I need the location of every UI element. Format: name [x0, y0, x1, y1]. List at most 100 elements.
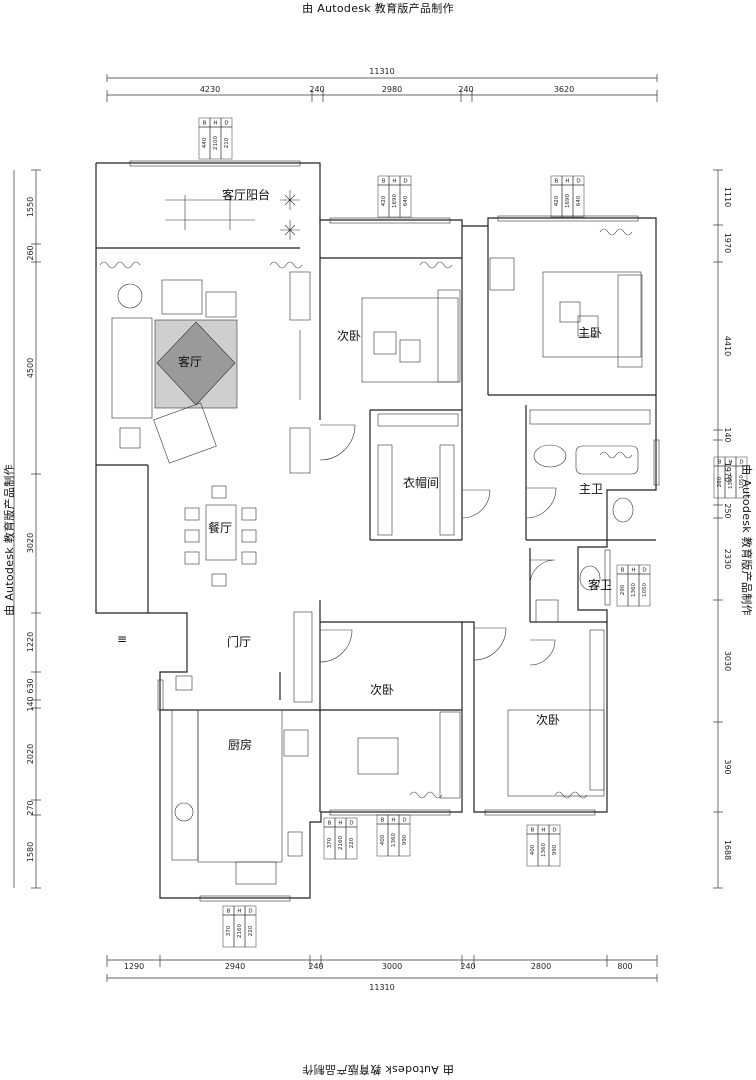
dim-left-seg: 140 [26, 696, 35, 711]
dim-bottom-seg: 3000 [382, 962, 402, 971]
table-value-cell [345, 826, 358, 860]
room-label-closet: 衣帽间 [403, 475, 439, 490]
table-value-text: 990 [552, 844, 558, 855]
table-label-text: D [248, 909, 252, 915]
dim-right-seg: 1970 [723, 233, 732, 253]
table-label-text: D [576, 179, 580, 185]
table-value-text: 260 [717, 476, 723, 487]
beds [357, 257, 642, 797]
dim-right-seg: 1970 [723, 462, 732, 482]
dim-left-seg: 260 [26, 245, 35, 260]
dim-top-seg: 3620 [554, 85, 574, 94]
table-label-text: H [541, 828, 545, 834]
table-label-text: D [224, 121, 228, 127]
table-value-text: 2160 [237, 924, 243, 938]
table-value-text: 1360 [728, 475, 734, 489]
dim-right-seg: 250 [723, 503, 732, 518]
dim-right-seg: 1110 [723, 187, 732, 207]
table-label-text: D [402, 818, 406, 824]
table-label-text: H [338, 821, 342, 827]
dim-left-seg: 1220 [26, 632, 35, 652]
dim-right-seg: 140 [723, 427, 732, 442]
table-label-text: H [237, 909, 241, 915]
room-label-kitchen: 厨房 [228, 737, 252, 752]
table-label-text: B [531, 828, 535, 834]
fixtures [171, 444, 639, 885]
room-label-master-bedroom: 主卧 [578, 326, 602, 340]
dim-right-seg: 3030 [723, 651, 732, 671]
table-value-cell [398, 823, 411, 857]
dim-left-seg: 1550 [26, 197, 35, 217]
dim-bottom-total: 11310 [369, 983, 394, 992]
walls [95, 162, 657, 899]
dining-table [184, 485, 257, 587]
table-value-text: 400 [380, 834, 386, 845]
table-value-cell [638, 573, 651, 607]
watermark-top: 由 Autodesk 教育版产品制作 [302, 2, 454, 15]
dim-left-seg: 4500 [26, 358, 35, 378]
table-value-text: 1690 [392, 194, 398, 208]
dim-left-seg: 3020 [26, 533, 35, 553]
table-label-text: D [403, 179, 407, 185]
dim-right-seg: 2330 [723, 549, 732, 569]
table-value-text: 220 [248, 925, 254, 936]
dim-bottom-seg: 1290 [124, 962, 144, 971]
table-value-text: 210 [224, 137, 230, 148]
table-label-text: B [621, 568, 625, 574]
table-label-text: H [565, 179, 569, 185]
dim-right-seg: 4410 [723, 336, 732, 356]
table-value-text: 370 [226, 925, 232, 936]
table-value-text: 1690 [565, 194, 571, 208]
table-label-text: B [718, 460, 722, 466]
dim-bottom-seg: 2800 [531, 962, 551, 971]
table-label-text: B [382, 179, 386, 185]
table-value-text: 1360 [391, 833, 397, 847]
table-value-text: 440 [202, 137, 208, 148]
table-label-text: D [552, 828, 556, 834]
table-value-cell [548, 833, 561, 867]
table-label-text: H [631, 568, 635, 574]
room-label-living-room: 客厅 [178, 354, 202, 369]
table-value-text: 1360 [631, 583, 637, 597]
room-label-foyer: 门厅 [227, 634, 251, 649]
window-spec-table-master-bath: B 260 H 1360 D 1050 [713, 456, 748, 499]
table-value-cell [244, 914, 257, 948]
windows [129, 160, 660, 902]
doors [319, 424, 557, 666]
table-value-cell [735, 465, 748, 499]
table-label-text: D [349, 821, 353, 827]
table-value-text: 2160 [338, 836, 344, 850]
room-label-living-balcony: 客厅阳台 [222, 187, 270, 202]
dim-bottom-seg: 240 [460, 962, 475, 971]
table-value-text: 420 [554, 195, 560, 206]
wardrobe-racks [289, 271, 651, 799]
table-label-text: H [391, 818, 395, 824]
table-value-cell [220, 126, 233, 160]
balcony-decor [99, 190, 633, 799]
table-value-text: 1050 [642, 583, 648, 597]
room-label-bedroom-south: 次卧 [536, 713, 560, 727]
dim-top-total: 11310 [369, 67, 394, 76]
table-label-text: B [203, 121, 207, 127]
table-value-cell [572, 184, 585, 218]
dim-right-seg: 1688 [723, 840, 732, 860]
dim-left-seg: 2020 [26, 744, 35, 764]
dim-left-seg: 270 [26, 800, 35, 815]
table-label-text: H [728, 460, 732, 466]
dimension-texts: 11310 4230 240 2980 240 3620 1290 2940 2… [26, 67, 732, 992]
table-value-text: 1050 [739, 475, 745, 489]
dim-top-seg: 240 [309, 85, 324, 94]
dim-right-seg: 390 [723, 759, 732, 774]
table-value-text: 640 [576, 195, 582, 206]
table-label-text: D [739, 460, 743, 466]
table-value-text: 370 [327, 837, 333, 848]
room-label-master-bath: 主卫 [579, 482, 603, 496]
